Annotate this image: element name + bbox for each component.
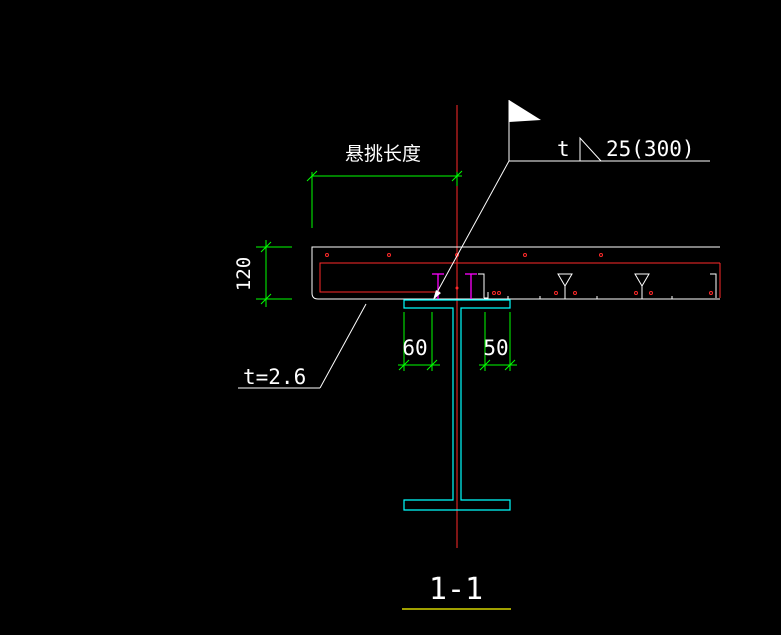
deck-ribs bbox=[478, 273, 717, 299]
weld-thickness-prefix: t bbox=[557, 137, 570, 161]
leader-arrowhead-icon bbox=[433, 290, 441, 300]
weld-symbol bbox=[434, 100, 710, 297]
right-flange-dim-label: 50 bbox=[483, 336, 508, 360]
shear-studs bbox=[432, 273, 477, 299]
weld-size-label: 25(300) bbox=[606, 137, 695, 161]
left-flange-dim-label: 60 bbox=[402, 336, 427, 360]
dim-cantilever-length bbox=[306, 170, 463, 228]
concrete-slab-outline bbox=[311, 246, 720, 300]
weld-flag-icon bbox=[509, 100, 541, 122]
deck-thickness-leader bbox=[238, 303, 367, 389]
rebar-dots bbox=[325, 253, 713, 295]
slab-thickness-label: 120 bbox=[233, 257, 255, 291]
cantilever-length-label: 悬挑长度 bbox=[345, 143, 421, 165]
steel-i-beam bbox=[403, 299, 511, 511]
dim-slab-thickness bbox=[256, 240, 292, 307]
dim-left-flange bbox=[398, 312, 440, 371]
deck-thickness-label: t=2.6 bbox=[243, 365, 306, 389]
dim-right-flange bbox=[479, 312, 517, 371]
section-title: 1-1 bbox=[429, 572, 483, 607]
rebar bbox=[319, 262, 721, 298]
